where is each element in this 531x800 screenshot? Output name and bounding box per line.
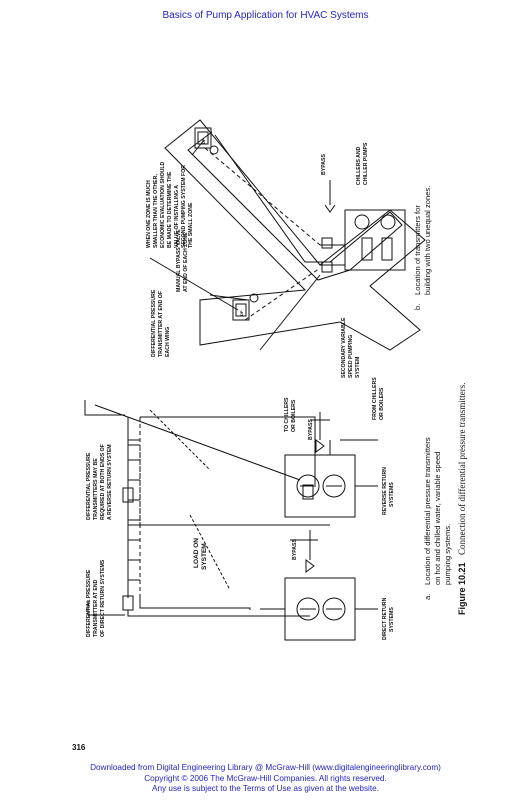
part-a-caption-line: Location of differential pressure transm… (423, 437, 432, 585)
label-dp-wing: EACH WING (165, 327, 171, 357)
label-to-chillers: TO CHILLERS (284, 397, 290, 432)
figure-number: Figure 10.21 (457, 562, 467, 615)
reverse-return-diagram (122, 412, 378, 526)
label-chillers: CHILLER PUMPS (363, 142, 369, 185)
label-chillers: CHILLERS AND (356, 146, 362, 185)
label-dp-direct: OF DIRECT RETURN SYSTEMS (100, 559, 106, 637)
part-a-caption-line: on hot and chilled water, variable speed (433, 452, 442, 585)
direct-return-diagram (122, 444, 378, 641)
label-secondary-pumping: SPEED PUMPING (348, 335, 354, 378)
label-zone-note: SECOND PUMPING SYSTEM FOR (181, 165, 187, 248)
footer-download-line: Downloaded from Digital Engineering Libr… (90, 763, 441, 772)
label-reverse-return: REVERSE RETURN (382, 467, 388, 515)
label-from-chillers: OR BOILERS (379, 387, 385, 420)
label-zone-note: SMALLER THAN THE OTHER, (153, 174, 159, 248)
label-dp-wing: DIFFERENTIAL PRESSURE (151, 289, 157, 357)
label-dp-box: DP (239, 310, 244, 316)
label-zone-note: BE MADE TO DETERMINE THE (167, 171, 173, 248)
label-zone-note: VALUE OF INSTALLING A (174, 185, 180, 248)
label-direct-return: SYSTEMS (389, 607, 395, 632)
label-direct-return: DIRECT RETURN (382, 597, 388, 640)
footer-terms-line: Any use is subject to the Terms of Use a… (152, 784, 379, 793)
part-a-caption-line: pumping systems. (443, 524, 452, 585)
label-zone-note: WHEN ONE ZONE IS MUCH (146, 180, 152, 248)
label-to-chillers: OR BOILERS (291, 399, 297, 432)
label-zone-note: THE SMALL ZONE (188, 202, 194, 248)
label-secondary-pumping: SYSTEM (355, 357, 361, 378)
label-from-chillers: FROM CHILLERS (372, 377, 378, 420)
label-dp-reverse: REQUIRED AT BOTH ENDS OF (100, 444, 106, 520)
page-header: Basics of Pump Application for HVAC Syst… (162, 10, 369, 21)
label-dp-wing: TRANSMITTER AT END OF (158, 291, 164, 357)
label-dp-box: DP (201, 138, 206, 144)
label-bypass-valve: MANUAL BYPASS VALVE (176, 229, 182, 292)
page-footer: Downloaded from Digital Engineering Libr… (0, 763, 531, 795)
page-number: 316 (72, 743, 86, 752)
label-load: LOAD ON (193, 538, 200, 568)
label-bypass-direct: BYPASS (292, 539, 298, 560)
part-b-caption-line: building with two unequal zones. (423, 186, 432, 295)
label-secondary-pumping: SECONDARY VARIABLE (341, 317, 347, 378)
figure-caption: Connection of differential pressure tran… (457, 382, 467, 555)
footer-copyright-line: Copyright © 2006 The McGraw-Hill Compani… (144, 773, 387, 783)
label-dp-reverse: DIFFERENTIAL PRESSURE (86, 452, 92, 520)
part-b-caption-line: Location of transmitters for (413, 205, 422, 295)
label-zone-note: ECONOMIC EVALUATION SHOULD (160, 161, 166, 248)
label-bypass-reverse: BYPASS (308, 419, 314, 440)
label-dp-reverse: TRANSMITTERS MAY BE (93, 458, 99, 520)
part-a-letter: a. (423, 594, 432, 600)
label-reverse-return: SYSTEMS (389, 482, 395, 507)
label-dp-reverse: A REVERSE RETURN SYSTEM (107, 444, 113, 520)
label-load: SYSTEM (201, 543, 208, 570)
two-zone-diagram (149, 119, 426, 351)
label-dp-direct: DIFFERENTIAL PRESSURE (86, 569, 92, 637)
label-dp-direct: TRANSMITTER AT END (93, 579, 99, 637)
label-bypass-b: BYPASS (321, 154, 327, 175)
part-b-letter: b. (413, 304, 422, 310)
label-bypass-valve: AT END OF EACH ZONE (183, 232, 189, 292)
